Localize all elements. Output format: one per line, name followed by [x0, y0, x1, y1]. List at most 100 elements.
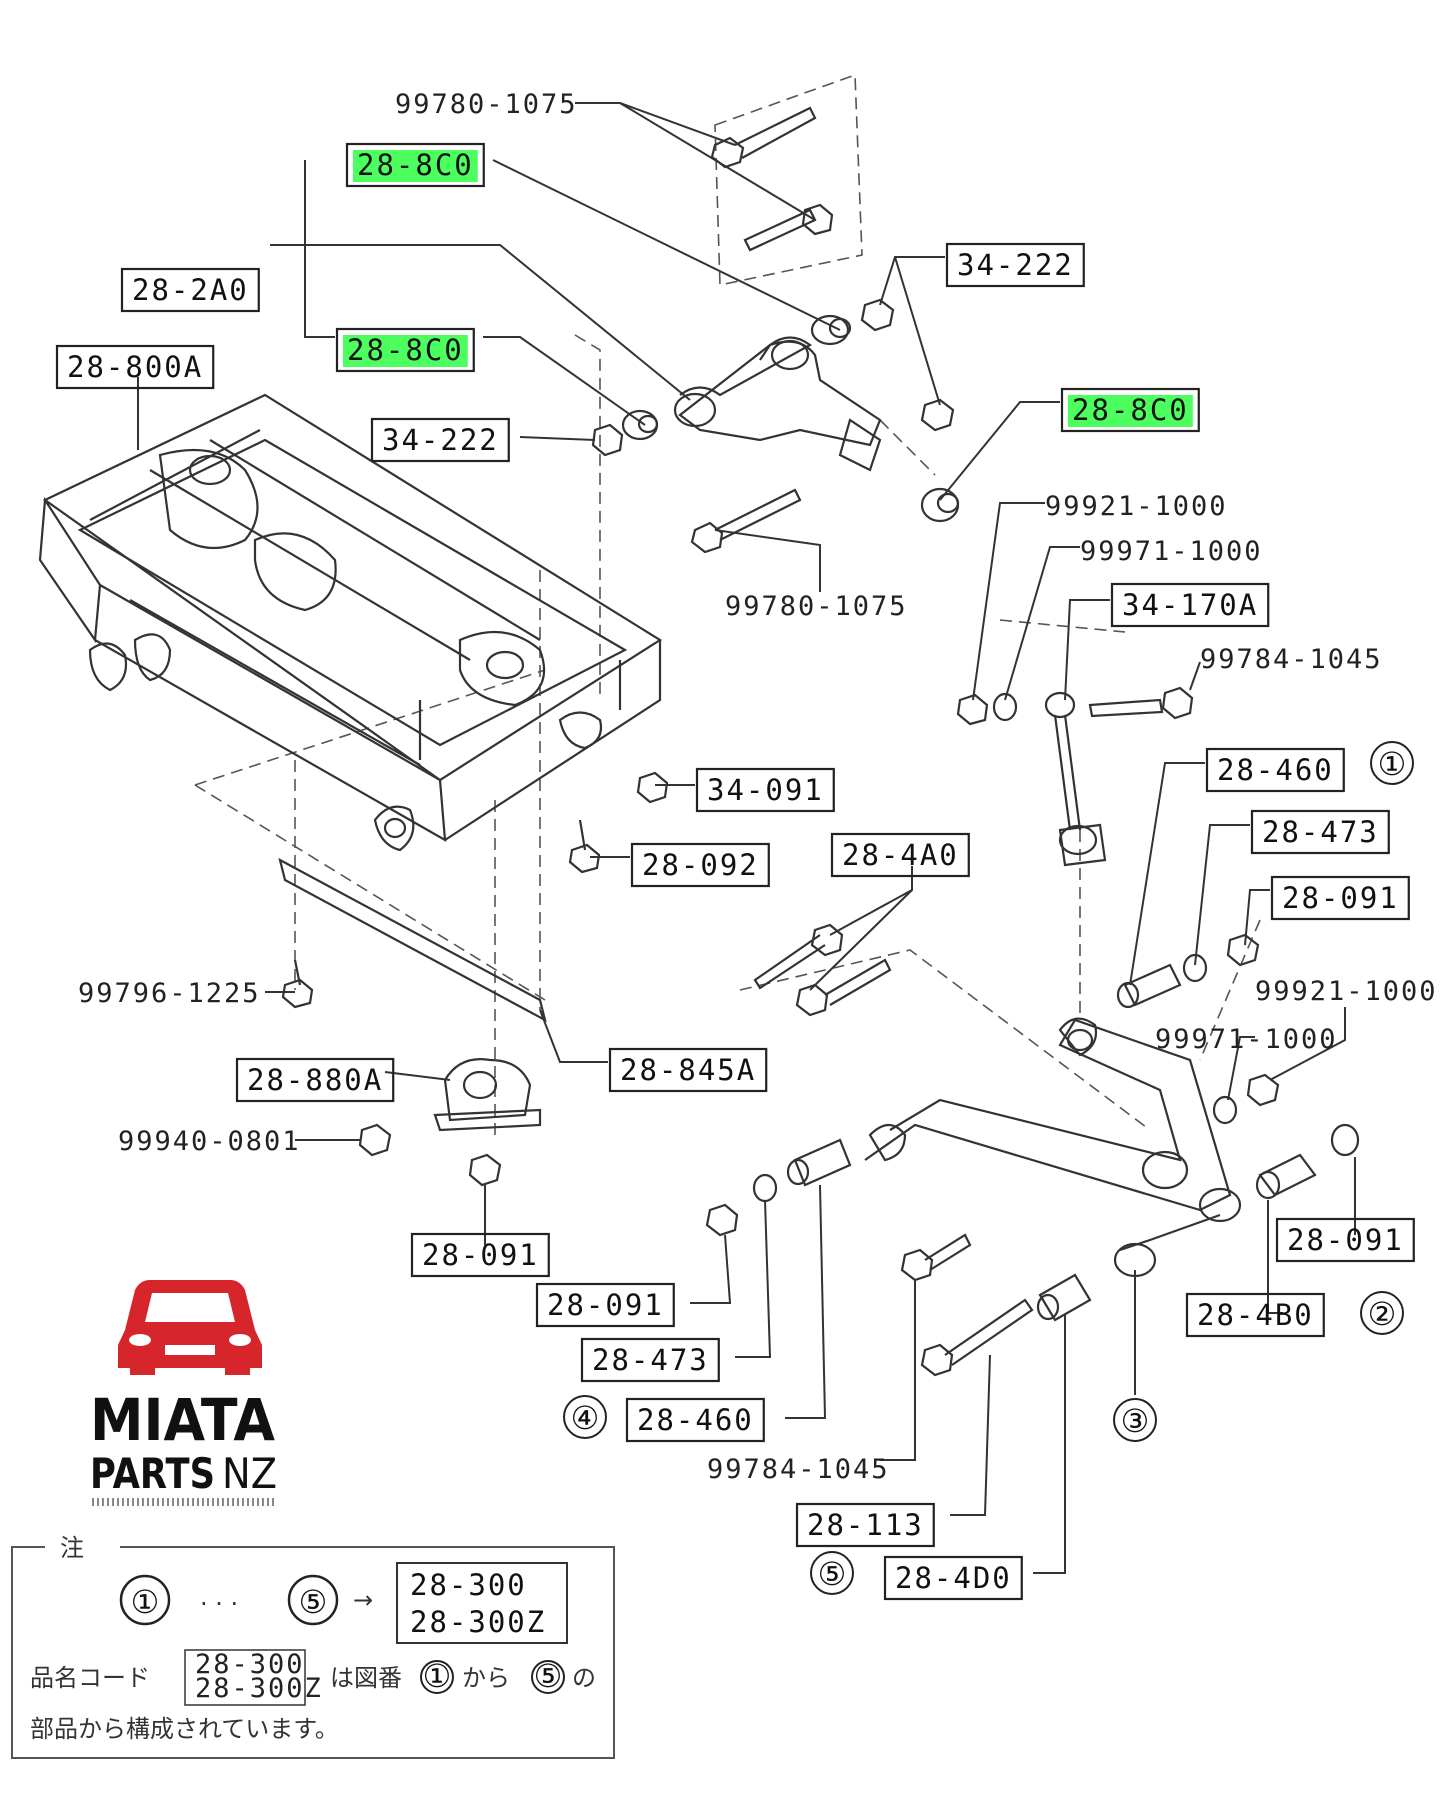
part-label: 99784-1045 [707, 1454, 890, 1485]
highlight-mark [353, 150, 478, 182]
nut-28-091-b [705, 1203, 739, 1237]
note-range-from: ① [131, 1583, 160, 1621]
bolt-28-113 [920, 1298, 1034, 1377]
part-label-text: 28-473 [592, 1343, 709, 1377]
part-label-text: 28-473 [1262, 815, 1379, 849]
note-small-code-2: 28-300Z [195, 1673, 323, 1704]
nut-34-091 [636, 771, 669, 804]
note-code-2: 28-300Z [410, 1605, 546, 1639]
part-label-text: 28-800A [67, 350, 203, 384]
part-label: 28-091 [1275, 1217, 1415, 1263]
part-label-text: 34-222 [382, 423, 499, 457]
part-label-text: 34-091 [707, 773, 824, 807]
part-label: 34-222 [370, 417, 510, 463]
note-arrow: → [353, 1586, 373, 1614]
part-label: 99784-1045 [1200, 644, 1383, 675]
part-label-text: 28-460 [1217, 753, 1334, 787]
part-label-text: 99940-0801 [118, 1126, 301, 1157]
part-label-text: 99971-1000 [1080, 536, 1263, 567]
label-box [795, 1502, 935, 1548]
rear-subframe [38, 393, 663, 1023]
logo-line1: MIATA [90, 1386, 275, 1454]
note-line1-pre: 品名コード [30, 1664, 150, 1692]
label-box [120, 267, 260, 313]
part-label: 99971-1000 [1155, 1024, 1336, 1055]
note-line1-kara: から [462, 1664, 510, 1692]
note-code-1: 28-300 [410, 1568, 527, 1602]
washer-99971-1000-a [992, 692, 1018, 722]
bolt-28-092 [568, 819, 601, 874]
label-box [695, 767, 835, 813]
part-label: 99796-1225 [78, 978, 259, 1009]
label-box [608, 1047, 768, 1093]
part-label-text: 28-091 [1287, 1223, 1404, 1257]
note-range-to: ⑤ [299, 1583, 328, 1621]
logo-line2a: PARTS [90, 1449, 215, 1498]
dashed-guides [194, 73, 1261, 1140]
callout-4-text: ④ [571, 1399, 600, 1437]
callout-5: ⑤ [810, 1551, 854, 1595]
nut-99921-1000-b [1246, 1073, 1280, 1107]
part-label-text: 28-092 [642, 848, 759, 882]
part-label-text: 34-170A [1122, 588, 1258, 622]
note-line1-mid: は図番 [330, 1664, 402, 1692]
miata-parts-nz-logo: MIATA PARTS NZ [90, 1280, 277, 1506]
callout-4: ④ [563, 1395, 607, 1439]
part-label-text: 28-091 [422, 1238, 539, 1272]
highlight-mark [343, 335, 468, 367]
nut-34-222-c [920, 398, 955, 432]
label-box [1110, 582, 1270, 628]
part-label: 28-845A [608, 1047, 768, 1093]
part-label-text: 34-222 [957, 248, 1074, 282]
bolt-99796-1225 [281, 959, 314, 1009]
callout-3-text: ③ [1121, 1402, 1150, 1440]
part-label-text: 28-880A [247, 1063, 383, 1097]
part-label-text: 99780-1075 [725, 591, 908, 622]
label-box [535, 1282, 675, 1328]
label-box [883, 1555, 1023, 1601]
note-line1-no: の [572, 1664, 596, 1692]
bushing-28-460-a [1116, 963, 1182, 1009]
label-box [370, 417, 510, 463]
bolt-99784-1045-b [900, 1233, 972, 1282]
washer-28-091-b [1330, 1123, 1360, 1157]
part-number-labels: 99780-1075 28-8C0 28-2A0 28-8C0 28-800A 34-22… [55, 89, 1436, 1601]
bushing-28-8c0-a [810, 314, 852, 346]
part-label: 28-4B0 [1185, 1292, 1325, 1338]
part-label: 34-091 [695, 767, 835, 813]
label-box [945, 242, 1085, 288]
part-label: 28-8C0 [345, 142, 485, 188]
part-label-text: 99921-1000 [1045, 491, 1228, 522]
upper-hardware [591, 106, 960, 554]
part-label: 99971-1000 [1080, 536, 1263, 567]
part-label-text: 28-8C0 [1072, 393, 1189, 427]
washer-28-473-b [752, 1173, 778, 1203]
part-label: 28-091 [535, 1282, 675, 1328]
part-label-text: 28-091 [547, 1288, 664, 1322]
part-label-text: 99780-1075 [395, 89, 578, 120]
part-label-text: 28-113 [807, 1508, 924, 1542]
part-label-text: 28-8C0 [357, 148, 474, 182]
logo-line2b: NZ [222, 1449, 277, 1498]
mount-28-880a [433, 1058, 542, 1132]
part-label-text: 99784-1045 [707, 1454, 890, 1485]
part-label: 28-880A [235, 1057, 395, 1103]
washer-28-473-a [1182, 953, 1208, 983]
label-box [1205, 747, 1345, 793]
part-label: 28-8C0 [1060, 387, 1200, 433]
label-box [55, 344, 215, 390]
part-label: 28-800A [55, 344, 215, 390]
note-dots: · · · [200, 1590, 238, 1618]
part-label: 28-092 [630, 842, 770, 888]
note-line2: 部品から構成されています。 [30, 1715, 339, 1743]
part-label-text: 28-2A0 [132, 273, 249, 307]
bolt-99780-1075-b [743, 203, 834, 252]
part-label: 28-113 [795, 1502, 935, 1548]
part-label: 28-091 [1270, 875, 1410, 921]
callout-5-text: ⑤ [818, 1555, 847, 1593]
lower-hardware [281, 686, 1360, 1377]
part-label-text: 99784-1045 [1200, 644, 1383, 675]
bushing-28-460-b [786, 1138, 852, 1187]
